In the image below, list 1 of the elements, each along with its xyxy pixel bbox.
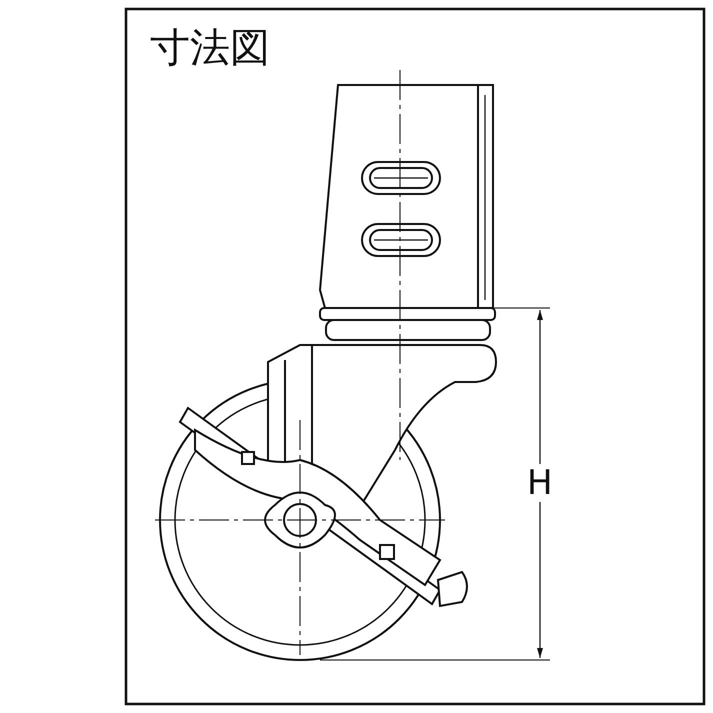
title: 寸法図 — [150, 28, 270, 68]
